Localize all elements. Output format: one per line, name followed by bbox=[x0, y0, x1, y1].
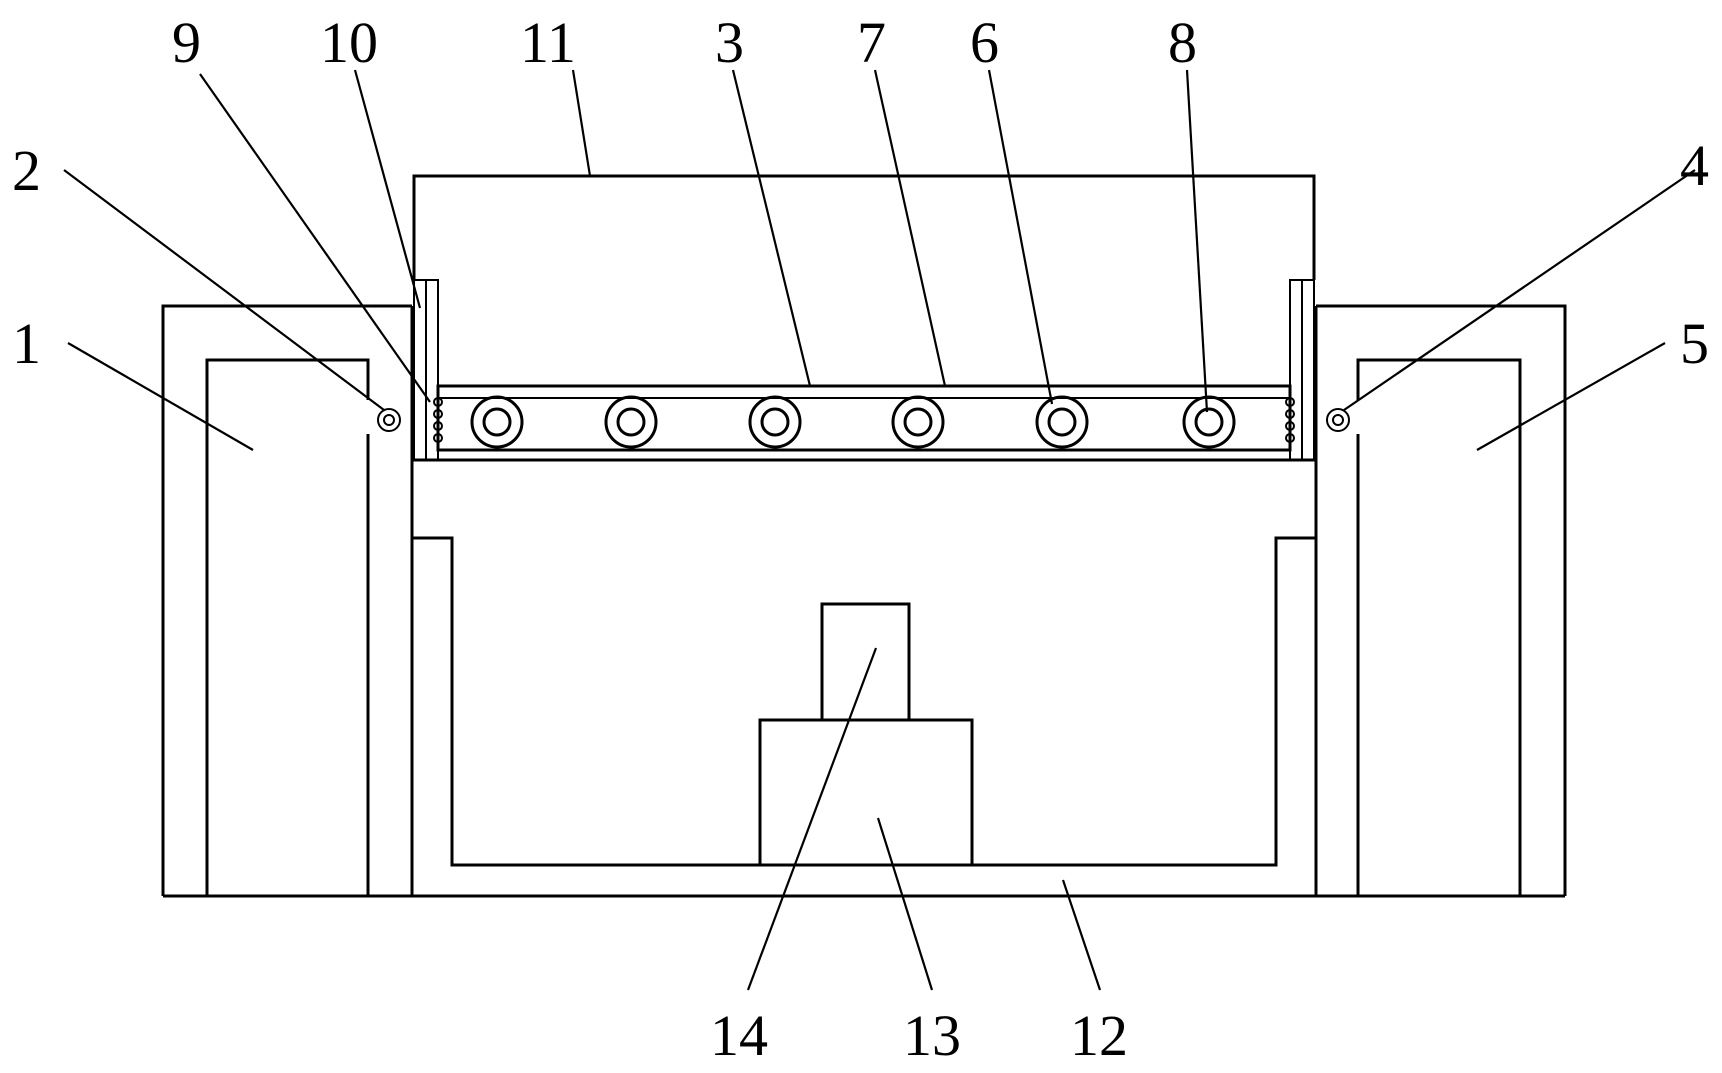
roller bbox=[891, 395, 945, 449]
roller bbox=[748, 395, 802, 449]
leader-2 bbox=[63, 169, 385, 411]
callout-5: 5 bbox=[1680, 311, 1709, 376]
callout-8: 8 bbox=[1168, 10, 1197, 75]
leader-14 bbox=[746, 647, 878, 991]
leader-3 bbox=[731, 69, 812, 387]
leader-4 bbox=[1343, 169, 1696, 411]
right-spring-chain bbox=[1285, 397, 1295, 443]
leader-8 bbox=[1185, 69, 1209, 413]
leader-13 bbox=[876, 817, 934, 991]
top-housing bbox=[412, 174, 1316, 280]
callout-12: 12 bbox=[1070, 1003, 1128, 1068]
callout-1: 1 bbox=[12, 311, 41, 376]
roller bbox=[1182, 395, 1236, 449]
callout-11: 11 bbox=[520, 10, 576, 75]
leader-10 bbox=[353, 69, 422, 309]
callout-3: 3 bbox=[715, 10, 744, 75]
callout-9: 9 bbox=[172, 10, 201, 75]
inner-container bbox=[412, 458, 1316, 867]
guide-plates bbox=[413, 279, 1315, 461]
left-outer-frame bbox=[161, 304, 414, 896]
callout-2: 2 bbox=[12, 138, 41, 203]
leader-5 bbox=[1476, 342, 1666, 451]
leader-lines bbox=[63, 69, 1696, 991]
column-block bbox=[820, 602, 911, 722]
callout-7: 7 bbox=[857, 10, 886, 75]
callout-labels: 1 2 3 4 5 6 7 8 9 10 11 12 13 14 bbox=[12, 10, 1709, 1068]
callout-6: 6 bbox=[970, 10, 999, 75]
left-spring-chain bbox=[433, 397, 443, 443]
right-outer-frame bbox=[1314, 304, 1567, 896]
leader-12 bbox=[1061, 879, 1102, 991]
roller bbox=[1035, 395, 1089, 449]
leader-9 bbox=[199, 73, 431, 403]
callout-10: 10 bbox=[320, 10, 378, 75]
leader-1 bbox=[67, 342, 254, 451]
callout-4: 4 bbox=[1680, 133, 1709, 198]
left-bearing bbox=[377, 408, 401, 432]
leader-11 bbox=[571, 69, 592, 177]
pedestal-block bbox=[758, 718, 974, 867]
leader-6 bbox=[987, 69, 1054, 405]
roller bbox=[470, 395, 524, 449]
right-bearing bbox=[1326, 408, 1350, 432]
leader-7 bbox=[873, 69, 947, 387]
rollers bbox=[470, 395, 1236, 449]
callout-13: 13 bbox=[903, 1003, 961, 1068]
callout-14: 14 bbox=[710, 1003, 768, 1068]
roller-tray bbox=[436, 384, 1292, 452]
roller bbox=[604, 395, 658, 449]
